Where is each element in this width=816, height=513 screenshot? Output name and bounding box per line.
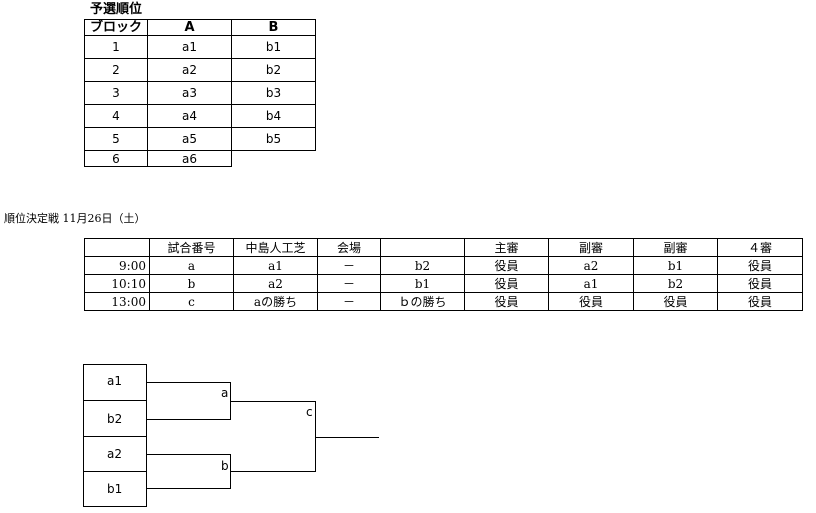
vs-cell: － bbox=[317, 274, 381, 293]
assistant1-cell: a2 bbox=[548, 256, 634, 275]
table-row: 6 a6 bbox=[84, 150, 316, 167]
placement-schedule-table: 試合番号 中島人工芝 会場 主審 副審 副審 ４審 9:00 a a1 － b2… bbox=[84, 238, 803, 311]
team-a-cell: a1 bbox=[147, 35, 232, 59]
bracket-team: b1 bbox=[107, 482, 123, 496]
match-cell: b bbox=[149, 274, 234, 293]
fourth-official-cell: 役員 bbox=[717, 256, 803, 275]
time-cell: 13:00 bbox=[84, 292, 150, 311]
header-a: A bbox=[147, 19, 232, 36]
bracket-team: a2 bbox=[107, 447, 122, 461]
referee-cell: 役員 bbox=[464, 256, 549, 275]
fourth-official-cell: 役員 bbox=[717, 274, 803, 293]
header-referee: 主審 bbox=[464, 238, 549, 257]
schedule-header-row: 試合番号 中島人工芝 会場 主審 副審 副審 ４審 bbox=[84, 238, 803, 257]
header-fourth-official: ４審 bbox=[717, 238, 803, 257]
header-block: ブロック bbox=[84, 19, 148, 36]
bracket-match-a bbox=[146, 382, 231, 420]
vs-cell: － bbox=[317, 256, 381, 275]
rank-cell: 6 bbox=[84, 150, 148, 167]
empty-cell bbox=[232, 151, 316, 167]
rank-cell: 1 bbox=[84, 35, 148, 59]
team-a-cell: a5 bbox=[147, 127, 232, 151]
team-b-cell: b4 bbox=[231, 104, 316, 128]
table-row: 13:00 c aの勝ち － ｂの勝ち 役員 役員 役員 役員 bbox=[84, 292, 803, 311]
table-row: 2 a2 b2 bbox=[84, 58, 316, 82]
rank-cell: 5 bbox=[84, 127, 148, 151]
header-match-number: 試合番号 bbox=[149, 238, 234, 257]
team-a-cell: a2 bbox=[147, 58, 232, 82]
header-venue: 会場 bbox=[317, 238, 381, 257]
header-opponent bbox=[380, 238, 465, 257]
team1-cell: a2 bbox=[233, 274, 318, 293]
table-row: 1 a1 b1 bbox=[84, 35, 316, 59]
team-a-cell: a4 bbox=[147, 104, 232, 128]
time-cell: 9:00 bbox=[84, 256, 150, 275]
team-b-cell: b5 bbox=[231, 127, 316, 151]
referee-cell: 役員 bbox=[464, 292, 549, 311]
team-box bbox=[83, 364, 147, 507]
table-row: 9:00 a a1 － b2 役員 a2 b1 役員 bbox=[84, 256, 803, 275]
fourth-official-cell: 役員 bbox=[717, 292, 803, 311]
team2-cell: b2 bbox=[380, 256, 465, 275]
header-time bbox=[84, 238, 150, 257]
match-cell: c bbox=[149, 292, 234, 311]
team-a-cell: a3 bbox=[147, 81, 232, 105]
header-b: B bbox=[231, 19, 316, 36]
team-b-cell: b3 bbox=[231, 81, 316, 105]
bracket-match-b bbox=[146, 454, 231, 489]
team2-cell: b1 bbox=[380, 274, 465, 293]
referee-cell: 役員 bbox=[464, 274, 549, 293]
bracket-team: a1 bbox=[107, 374, 122, 388]
header-assistant-2: 副審 bbox=[633, 238, 718, 257]
assistant2-cell: 役員 bbox=[633, 292, 718, 311]
tournament-bracket: a1 b2 a2 b1 a b c bbox=[80, 364, 390, 510]
team-b-cell: b2 bbox=[231, 58, 316, 82]
time-cell: 10:10 bbox=[84, 274, 150, 293]
preliminary-title: 予選順位 bbox=[90, 2, 143, 17]
bracket-match-label: a bbox=[221, 386, 229, 400]
bracket-match-c bbox=[230, 401, 316, 472]
bracket-lines bbox=[83, 364, 379, 507]
team2-cell: ｂの勝ち bbox=[380, 292, 465, 311]
vs-cell: － bbox=[317, 292, 381, 311]
team1-cell: aの勝ち bbox=[233, 292, 318, 311]
team-b-cell: b1 bbox=[231, 35, 316, 59]
bracket-match-label: c bbox=[306, 405, 313, 419]
rank-cell: 3 bbox=[84, 81, 148, 105]
assistant2-cell: b1 bbox=[633, 256, 718, 275]
preliminary-header-row: ブロック A B bbox=[84, 19, 316, 36]
assistant1-cell: a1 bbox=[548, 274, 634, 293]
assistant1-cell: 役員 bbox=[548, 292, 634, 311]
table-row: 10:10 b a2 － b1 役員 a1 b2 役員 bbox=[84, 274, 803, 293]
rank-cell: 4 bbox=[84, 104, 148, 128]
team-a-cell: a6 bbox=[147, 150, 232, 167]
match-cell: a bbox=[149, 256, 234, 275]
rank-cell: 2 bbox=[84, 58, 148, 82]
table-row: 3 a3 b3 bbox=[84, 81, 316, 105]
bracket-team: b2 bbox=[107, 412, 123, 426]
header-assistant-1: 副審 bbox=[548, 238, 634, 257]
header-pitch: 中島人工芝 bbox=[233, 238, 318, 257]
table-row: 4 a4 b4 bbox=[84, 104, 316, 128]
team1-cell: a1 bbox=[233, 256, 318, 275]
preliminary-table: ブロック A B 1 a1 b1 2 a2 b2 3 a3 b3 4 a4 b4… bbox=[84, 19, 316, 167]
table-row: 5 a5 b5 bbox=[84, 127, 316, 151]
assistant2-cell: b2 bbox=[633, 274, 718, 293]
placement-title: 順位決定戦 11月26日（土） bbox=[4, 212, 146, 225]
bracket-match-label: b bbox=[221, 459, 229, 473]
